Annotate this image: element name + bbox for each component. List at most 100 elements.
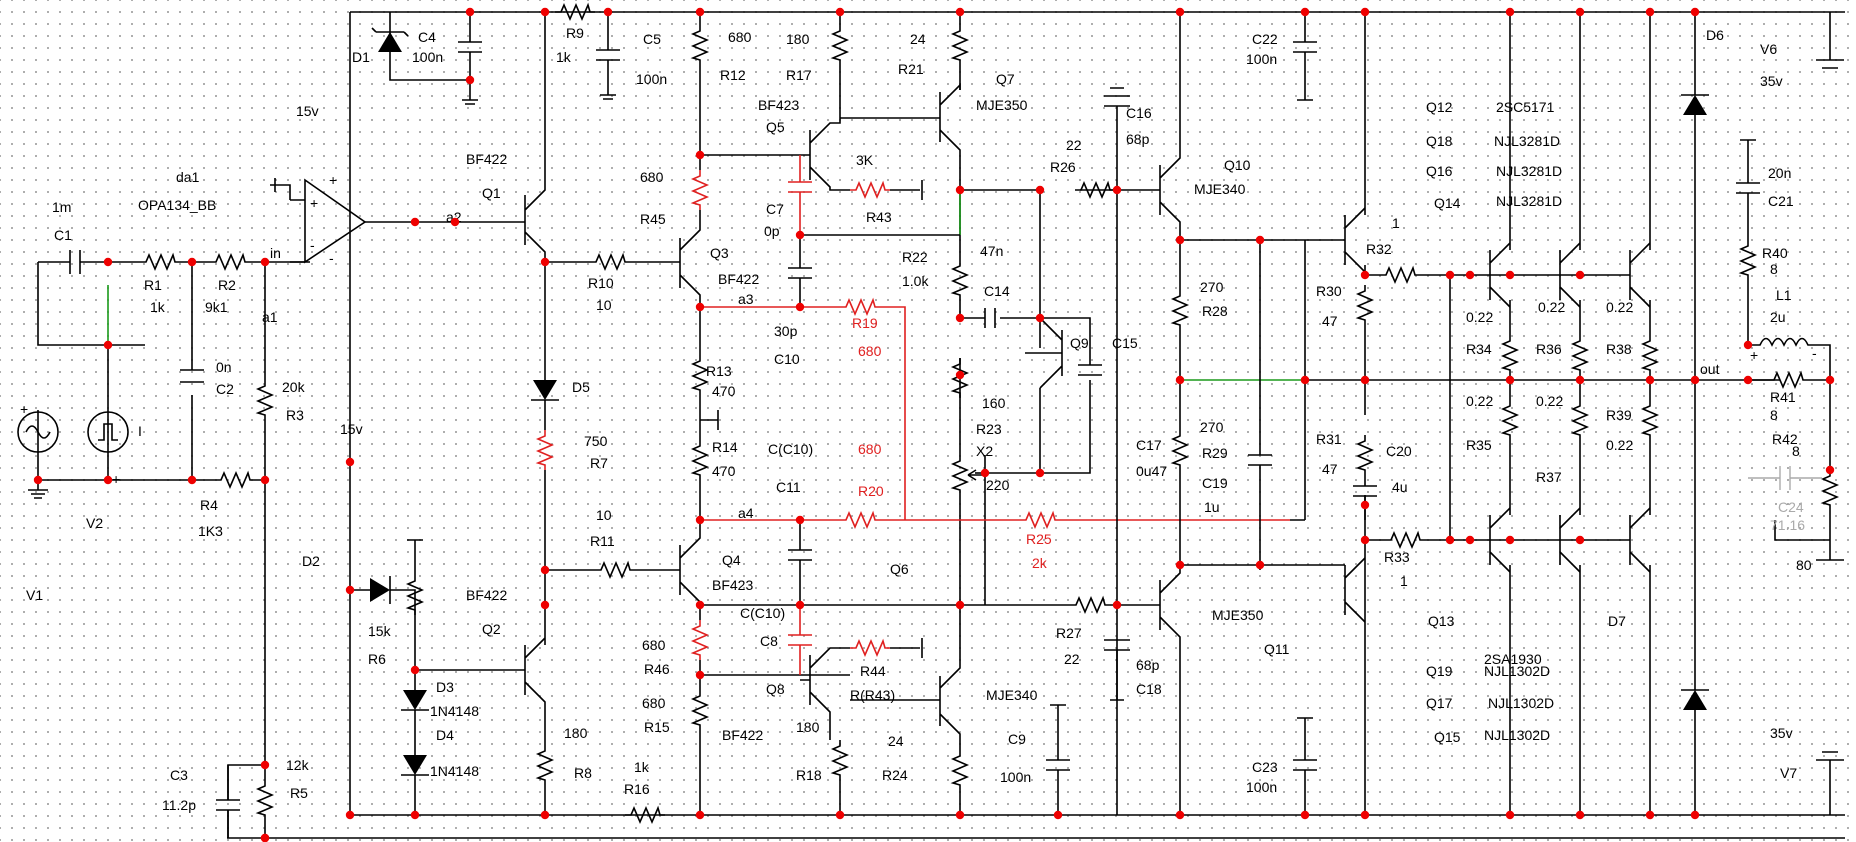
Q16-transistor[interactable]: Q16 NJL3281D bbox=[1426, 163, 1581, 308]
R42-resistor[interactable]: R42 8 bbox=[1772, 431, 1844, 561]
R34-resistor[interactable]: 0.22 R34 bbox=[1466, 309, 1518, 376]
R35-resistor[interactable]: 0.22 R35 bbox=[1466, 393, 1518, 453]
R9-resistor[interactable]: R9 1k bbox=[554, 4, 596, 65]
D7-diode[interactable]: D7 bbox=[1608, 613, 1709, 710]
V2-pulse-source[interactable]: + V2 I bbox=[86, 411, 142, 531]
C14-capacitor[interactable]: 47n C14 bbox=[980, 243, 1010, 328]
R43-resistor[interactable]: 3K R43 bbox=[849, 152, 923, 225]
R30-resistor[interactable]: R30 47 bbox=[1316, 283, 1373, 329]
R14-resistor[interactable]: R14 470 bbox=[692, 439, 738, 520]
D1-diode[interactable]: D1 bbox=[352, 12, 470, 81]
V6-supply[interactable]: V6 35v bbox=[1760, 12, 1844, 89]
R15-resistor[interactable]: 680 R15 bbox=[642, 675, 708, 815]
Q19-transistor[interactable]: Q19 NJL1302D bbox=[1426, 507, 1550, 679]
C9-capacitor[interactable]: C9 100n bbox=[1000, 704, 1070, 815]
R22-resistor[interactable]: R22 1.0k bbox=[902, 249, 968, 301]
C1-capacitor[interactable]: 1m C1 bbox=[52, 199, 81, 274]
R38-resistor[interactable]: 0.22 R38 bbox=[1606, 299, 1658, 376]
C3-capacitor[interactable]: C3 11.2p bbox=[162, 765, 240, 838]
R24-resistor[interactable]: 24 R24 bbox=[882, 733, 968, 815]
R8-resistor[interactable]: 180 R8 bbox=[537, 725, 592, 815]
C18-capacitor[interactable]: 68p C18 bbox=[1104, 639, 1162, 701]
Q17-transistor[interactable]: Q17 NJL1302D bbox=[1426, 507, 1581, 711]
R27-resistor[interactable]: R27 22 bbox=[960, 597, 1160, 667]
Q10-transistor[interactable]: Q10 MJE340 bbox=[1159, 12, 1251, 265]
D2-diode[interactable]: D2 bbox=[302, 553, 416, 670]
C22-capacitor[interactable]: C22 100n bbox=[1246, 12, 1317, 101]
R20-resistor[interactable]: R20 bbox=[700, 483, 905, 528]
C11-capacitor[interactable] bbox=[788, 520, 812, 605]
R41-resistor[interactable]: R41 8 bbox=[1748, 372, 1831, 470]
Q4-transistor[interactable]: Q4 BF423 bbox=[679, 520, 753, 620]
Q14-transistor[interactable]: Q14 NJL3281D bbox=[1434, 193, 1651, 308]
R19-resistor[interactable]: R19 680 bbox=[700, 299, 906, 520]
C24-capacitor-disabled[interactable]: C24 71.16 bbox=[1748, 466, 1822, 533]
R25-resistor[interactable]: R25 2k bbox=[905, 512, 1290, 571]
R7-resistor[interactable]: 750 R7 bbox=[537, 429, 608, 471]
Q9-transistor[interactable]: Q9 bbox=[1070, 335, 1089, 351]
D6-diode[interactable]: D6 bbox=[1681, 12, 1724, 815]
Q2-transistor[interactable]: BF422 Q2 bbox=[415, 470, 546, 745]
R1-resistor[interactable]: R1 1k bbox=[139, 254, 181, 315]
Q1-transistor[interactable]: BF422 Q1 bbox=[455, 12, 546, 262]
R26-resistor[interactable]: 22 R26 bbox=[1050, 137, 1160, 198]
Q11-transistor[interactable]: MJE350 Q11 bbox=[1159, 565, 1290, 815]
R29-resistor[interactable]: 270 R29 bbox=[1172, 380, 1228, 565]
Q13-transistor[interactable]: Q13 2SA1930 bbox=[1344, 557, 1542, 667]
D4-diode[interactable]: D4 1N4148 bbox=[401, 727, 479, 815]
R4-resistor[interactable]: R4 1K3 bbox=[198, 472, 256, 539]
Q6-transistor[interactable]: Q6 MJE340 bbox=[850, 561, 1038, 750]
C21-capacitor[interactable]: 20n C21 bbox=[1736, 139, 1794, 240]
Q7-transistor[interactable]: Q7 MJE350 bbox=[840, 71, 1028, 190]
R46-resistor[interactable]: 680 R46 bbox=[642, 619, 850, 677]
C19-capacitor[interactable]: C19 1u bbox=[1202, 240, 1272, 570]
C7-capacitor[interactable]: C7 0p bbox=[764, 155, 812, 239]
R44-resistor[interactable]: R44 R(R43) bbox=[849, 638, 923, 703]
C20-capacitor[interactable]: C20 4u bbox=[1353, 443, 1412, 540]
R36-resistor[interactable]: 0.22 R36 bbox=[1536, 299, 1588, 376]
R3-resistor[interactable]: 20k R3 bbox=[257, 379, 306, 423]
C16-capacitor[interactable]: C16 68p bbox=[1104, 87, 1152, 815]
R6-resistor[interactable]: 15k R6 bbox=[368, 539, 423, 667]
Q5-transistor[interactable]: BF423 Q5 bbox=[700, 97, 850, 191]
V7-supply[interactable]: 35v V7 bbox=[1770, 725, 1844, 815]
R32-resistor[interactable]: R32 bbox=[1365, 241, 1450, 283]
R39-resistor[interactable]: R39 0.22 bbox=[1606, 399, 1658, 453]
R28-resistor[interactable]: 270 R28 bbox=[1172, 265, 1228, 380]
R31-resistor[interactable]: R31 47 bbox=[1316, 431, 1373, 477]
Q3-transistor[interactable]: Q3 BF422 bbox=[660, 210, 759, 307]
R11-resistor[interactable]: 10 R11 bbox=[545, 507, 680, 578]
R21-resistor[interactable]: 24 R21 bbox=[898, 12, 968, 90]
X2-potentiometer[interactable]: X2 220 bbox=[952, 443, 1010, 496]
C20-value: 4u bbox=[1392, 479, 1408, 495]
R13-resistor[interactable]: R13 470 bbox=[692, 307, 736, 440]
L1-inductor[interactable]: + - L1 2u bbox=[1748, 287, 1831, 380]
D5-diode[interactable]: D5 bbox=[531, 262, 590, 430]
C8-capacitor[interactable]: C(C10) C8 bbox=[740, 605, 812, 675]
Q18-transistor[interactable]: Q18 NJL3281D bbox=[1426, 133, 1560, 308]
opamp-da1[interactable]: + - + - da1 OPA134_BB 15v 15v bbox=[138, 103, 455, 437]
C10-capacitor[interactable]: 30p C10 bbox=[774, 235, 812, 367]
C2-capacitor[interactable]: 0n C2 bbox=[180, 359, 234, 397]
R5-resistor[interactable]: 12k R5 bbox=[257, 757, 310, 821]
Q8-transistor[interactable]: Q8 BF422 bbox=[700, 604, 960, 743]
R16-resistor[interactable]: 1k R16 bbox=[624, 759, 666, 823]
Q15-transistor[interactable]: Q15 NJL1302D bbox=[1434, 507, 1651, 745]
R2-resistor[interactable]: R2 9k1 bbox=[205, 254, 251, 315]
C15-capacitor[interactable]: C15 bbox=[1078, 335, 1138, 376]
C23-capacitor[interactable]: C23 100n bbox=[1246, 717, 1317, 815]
V1-sine-source[interactable]: + V1 bbox=[17, 401, 59, 603]
R10-resistor[interactable]: R10 10 bbox=[545, 254, 660, 313]
R33-resistor[interactable]: R33 1 bbox=[1365, 532, 1455, 589]
R40-resistor[interactable]: R40 8 bbox=[1740, 239, 1788, 345]
C17-capacitor[interactable]: C17 0u47 bbox=[1136, 437, 1167, 479]
R37-resistor[interactable]: 0.22 R37 bbox=[1536, 393, 1588, 485]
C4-capacitor[interactable]: C4 100n bbox=[412, 12, 482, 105]
R12-resistor[interactable]: 680 R12 bbox=[692, 12, 752, 155]
R45-resistor[interactable]: 680 R45 bbox=[640, 155, 708, 227]
R18-resistor[interactable]: 180 R18 bbox=[796, 719, 848, 815]
C5-capacitor[interactable]: C5 100n bbox=[596, 12, 667, 100]
R23-resistor[interactable]: 160 R23 bbox=[952, 357, 1006, 437]
